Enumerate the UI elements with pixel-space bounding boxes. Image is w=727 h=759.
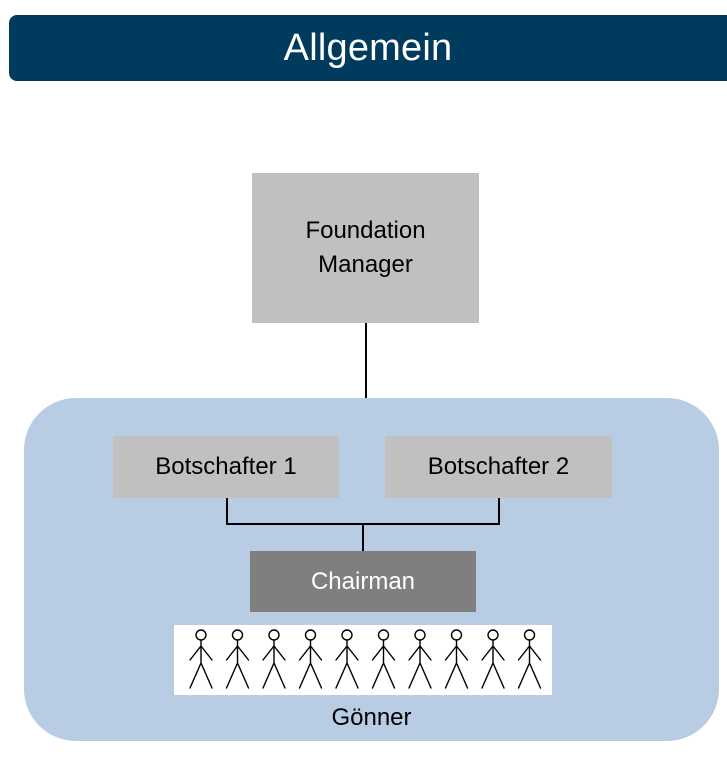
chairman-label: Chairman [310, 567, 416, 595]
stick-figure-icon [189, 629, 213, 689]
patrons-figures-graphic [189, 629, 542, 689]
stick-figure-icon [225, 629, 250, 689]
stick-figure-icon [335, 629, 359, 689]
connector-ambassador-1-down [226, 498, 228, 525]
patrons-label: Gönner [331, 704, 412, 731]
stick-figure-icon [517, 629, 542, 689]
chairman-box: Chairman [250, 551, 476, 612]
page-title: Allgemein [283, 26, 453, 69]
manager-label-line1: Foundation [305, 217, 426, 244]
foundation-manager-box: Foundation Manager [252, 173, 479, 323]
patrons-figures [174, 625, 552, 695]
page-title-banner: Allgemein [9, 15, 727, 81]
foundation-manager-label: Foundation Manager [305, 214, 425, 282]
stick-figure-icon [371, 629, 396, 689]
stick-figure-icon [481, 629, 505, 689]
stick-figure-icon [262, 629, 286, 689]
stick-figure-icon [298, 629, 323, 689]
stick-figure-icon [408, 629, 432, 689]
ambassador-2-box: Botschafter 2 [385, 436, 612, 498]
stick-figure-icon [444, 629, 469, 689]
manager-label-line2: Manager [318, 251, 413, 278]
ambassador-1-label: Botschafter 1 [155, 453, 297, 480]
connector-to-chairman [362, 523, 364, 551]
connector-manager-to-group [365, 323, 367, 398]
ambassador-1-box: Botschafter 1 [113, 436, 339, 498]
connector-ambassador-2-down [498, 498, 500, 525]
ambassador-2-label: Botschafter 2 [427, 453, 570, 480]
